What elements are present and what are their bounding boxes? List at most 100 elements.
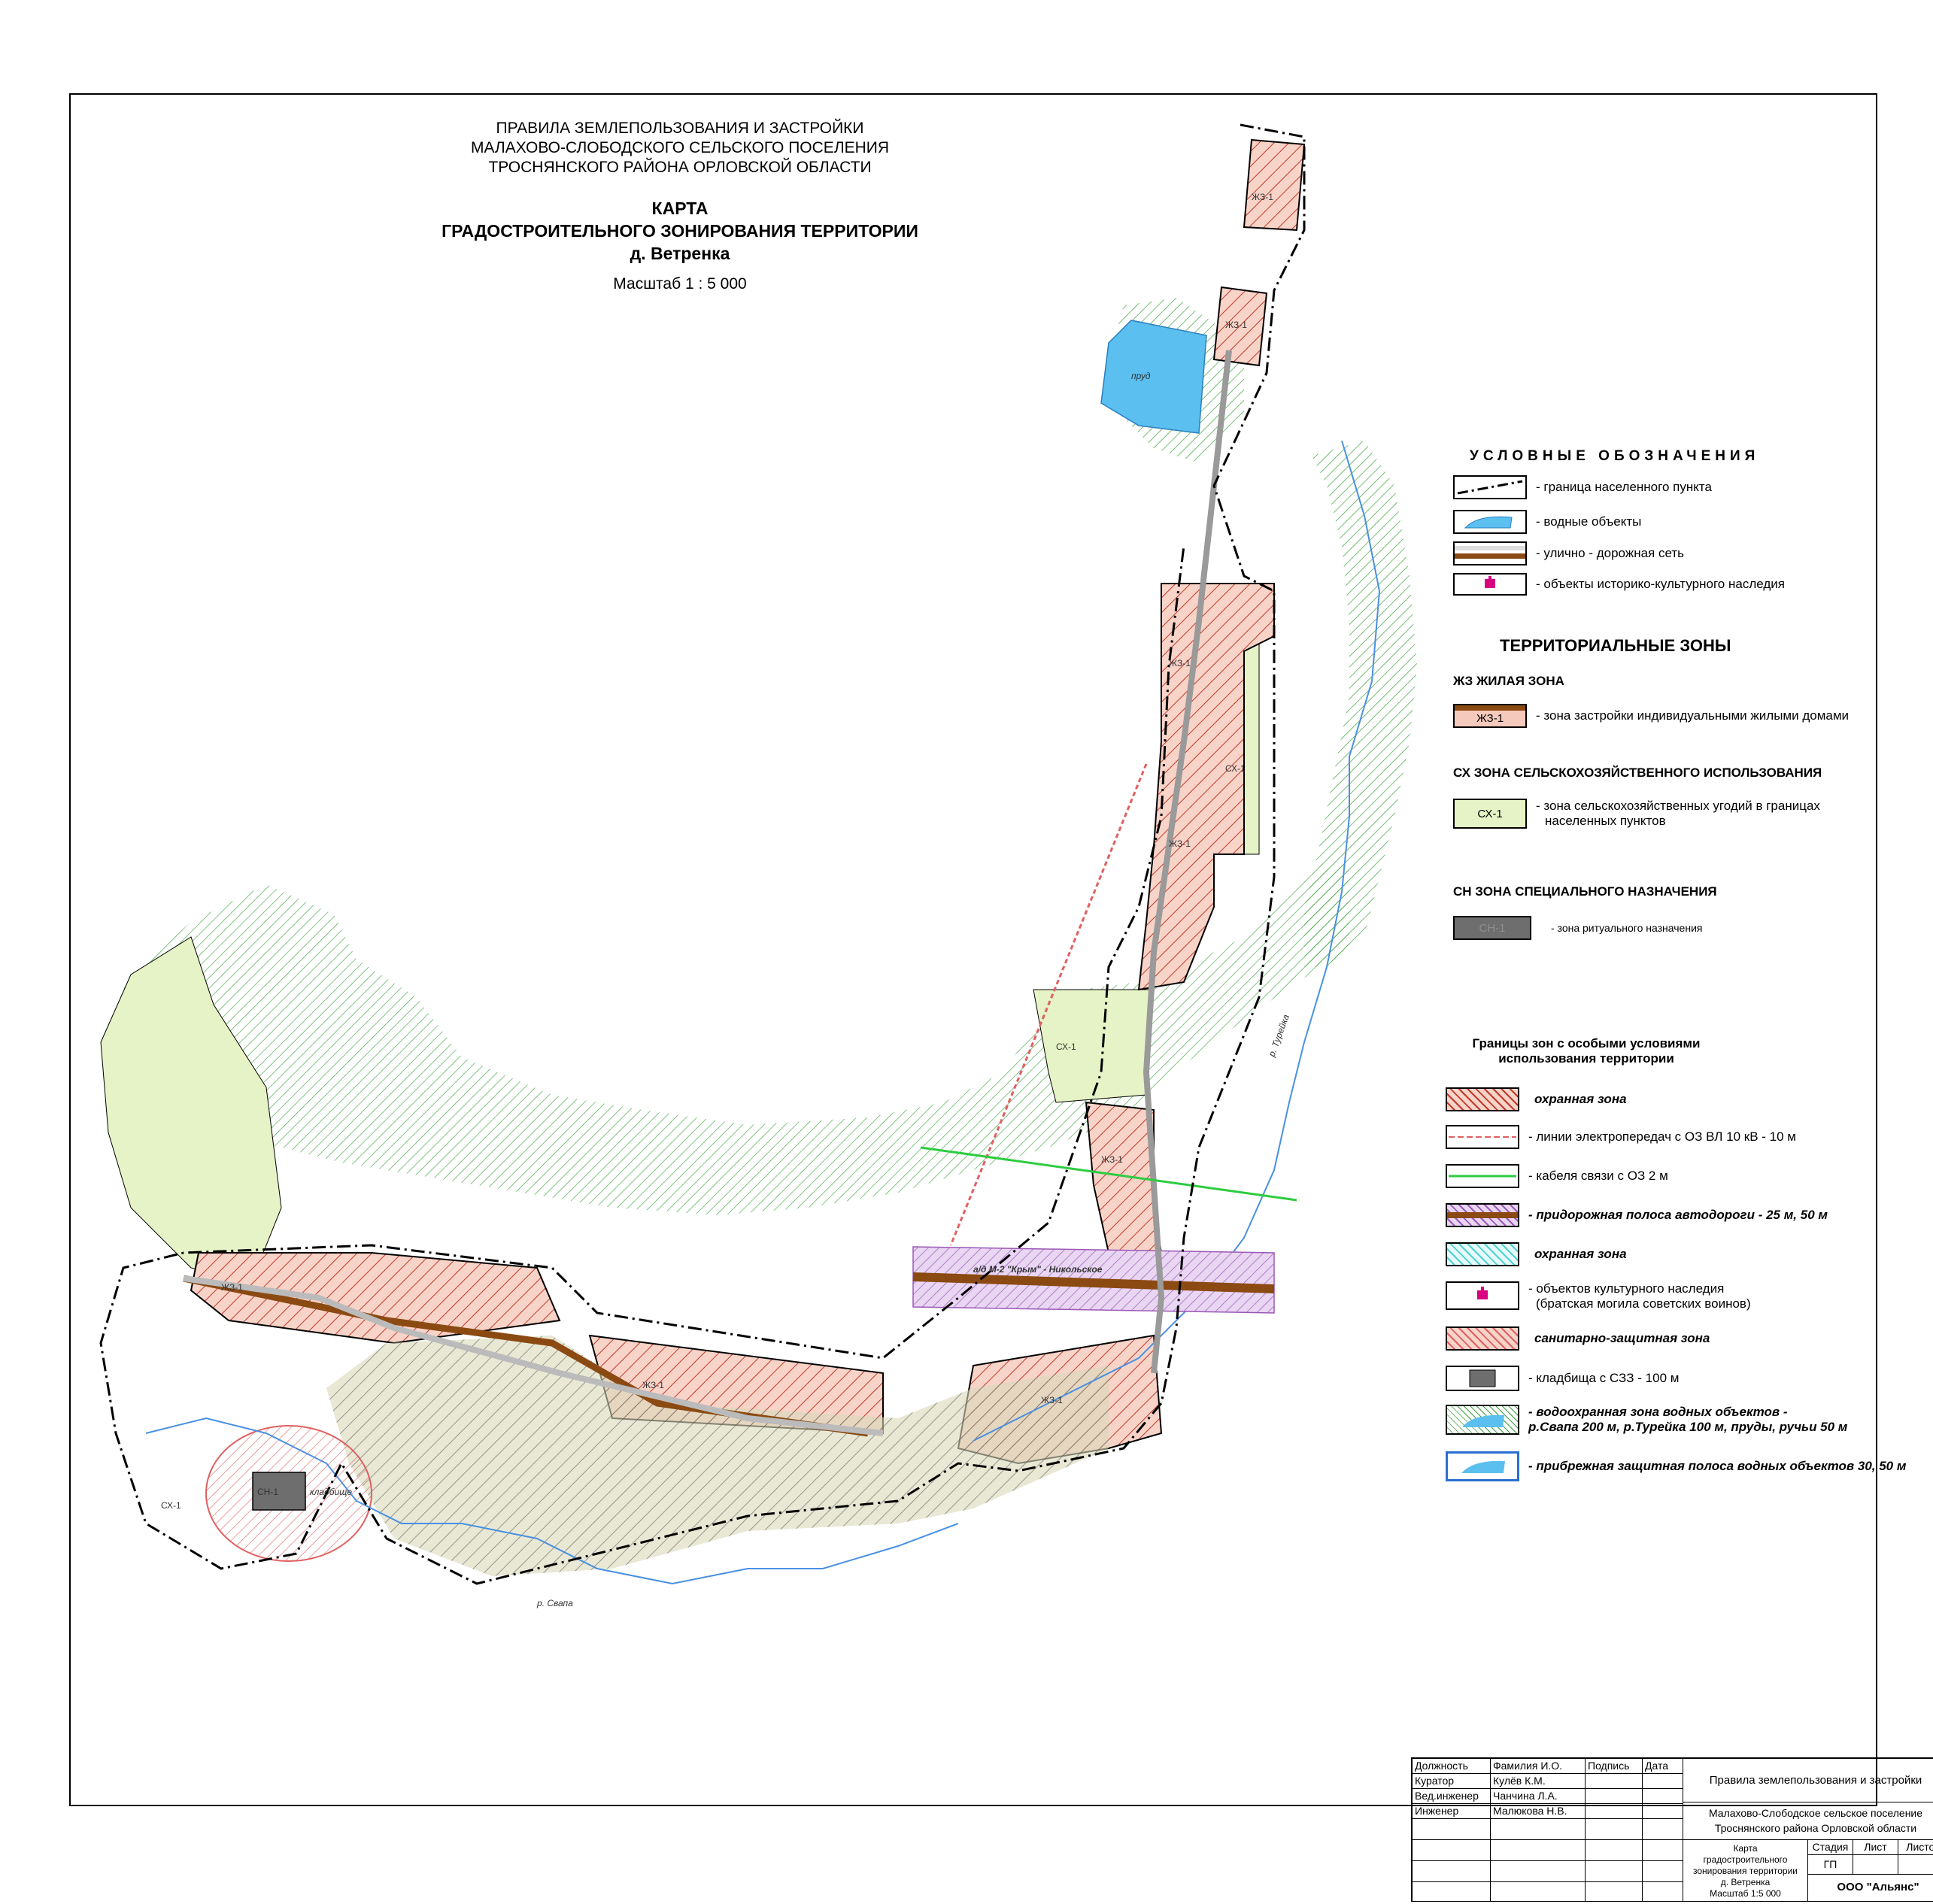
zone-label-zh1-a: ЖЗ-1	[1252, 192, 1273, 202]
agri-zone-mid	[1033, 989, 1155, 1103]
stamp-lists-header: Листов	[1898, 1840, 1933, 1855]
roadside-swatch	[1446, 1203, 1519, 1227]
special-conditions-heading: Границы зон с особыми условиями использо…	[1462, 1036, 1710, 1066]
street-south	[183, 1275, 884, 1436]
legend-heritage-protection: охранная зона	[1446, 1242, 1627, 1266]
special-label: санитарно-защитная зона	[1534, 1331, 1710, 1345]
map-header: ПРАВИЛА ЗЕМЛЕПОЛЬЗОВАНИЯ И ЗАСТРОЙКИ МАЛ…	[357, 119, 1003, 293]
special-label: (братская могила советских воинов)	[1536, 1296, 1751, 1311]
cable-swatch	[1446, 1164, 1519, 1188]
stamp-sheet-2: градостроительного	[1703, 1854, 1788, 1865]
zh1-swatch: ЖЗ-1	[1453, 704, 1527, 728]
water-protection-zone-east	[1304, 441, 1417, 967]
stamp-stage: ГП	[1808, 1855, 1853, 1875]
legend-cemetery: - кладбища с СЗЗ - 100 м	[1446, 1366, 1679, 1391]
road-swatch	[1453, 541, 1527, 565]
zone-label-zh1-g: ЖЗ-1	[642, 1380, 664, 1390]
special-label: - кабеля связи с ОЗ 2 м	[1528, 1169, 1668, 1183]
legend-cable: - кабеля связи с ОЗ 2 м	[1446, 1164, 1668, 1188]
special-label: - линии электропередач с ОЗ ВЛ 10 кВ - 1…	[1528, 1129, 1796, 1144]
zh1-label: - зона застройки индивидуальными жилыми …	[1536, 708, 1850, 723]
cemetery-label: кладбище	[310, 1487, 352, 1497]
residential-zone-southwest	[190, 1252, 561, 1345]
stamp-role-1: Куратор	[1413, 1774, 1491, 1789]
legend-protection-zone: охранная зона	[1446, 1087, 1627, 1111]
communication-cable	[920, 1146, 1297, 1202]
stamp-role-3: Инженер	[1413, 1804, 1491, 1819]
special-label: - кладбища с СЗЗ - 100 м	[1528, 1371, 1680, 1385]
sx1-swatch: СХ-1	[1453, 799, 1527, 829]
stamp-list-header: Лист	[1853, 1840, 1898, 1855]
residential-zone-north1	[1243, 138, 1306, 232]
street-main	[1143, 350, 1232, 1374]
stamp-sheet-title: Карта градостроительного зонирования тер…	[1683, 1840, 1808, 1902]
sn1-label: - зона ритуального назначения	[1551, 922, 1703, 934]
legend-item-label: - улично - дорожная сеть	[1536, 546, 1685, 560]
legend-coastal-strip: - прибрежная защитная полоса водных объе…	[1446, 1451, 1906, 1481]
agri-zone-heading: СХ ЗОНА СЕЛЬСКОХОЗЯЙСТВЕННОГО ИСПОЛЬЗОВА…	[1453, 766, 1822, 780]
cemetery-swatch	[1446, 1366, 1519, 1391]
power-line	[949, 763, 1148, 1246]
heritage-swatch	[1453, 573, 1527, 596]
sanitary-swatch	[1446, 1326, 1519, 1351]
map-sheet: пруд ЖЗ-1 ЖЗ-1 ЖЗ-1 ЖЗ-1 ЖЗ-1 ЖЗ-1 ЖЗ-1 …	[69, 93, 1933, 1902]
legend-item-label: - водные объекты	[1536, 514, 1642, 529]
map-scale: Масштаб 1 : 5 000	[613, 275, 747, 293]
zone-label-zh1-e: ЖЗ-1	[1101, 1154, 1123, 1165]
legend-heading: УСЛОВНЫЕ ОБОЗНАЧЕНИЯ	[1470, 448, 1760, 464]
legend-power-line: - линии электропередач с ОЗ ВЛ 10 кВ - 1…	[1446, 1125, 1796, 1149]
zone-label-zh1-h: ЖЗ-1	[1041, 1395, 1063, 1405]
stamp-header-sign: Подпись	[1586, 1759, 1643, 1774]
legend-heritage-object: - объектов культурного наследия (братска…	[1446, 1281, 1751, 1311]
special-label: охранная зона	[1534, 1092, 1627, 1106]
legend-item-water: - водные объекты	[1453, 510, 1641, 534]
river-tureyka-label: р. Турейка	[1266, 1013, 1291, 1059]
settlement-boundary	[99, 123, 1306, 1585]
special-label: - водоохранная зона водных объектов -	[1528, 1405, 1788, 1419]
territorial-zones-heading: ТЕРРИТОРИАЛЬНЫЕ ЗОНЫ	[1500, 636, 1731, 655]
stamp-stage-header: Стадия	[1808, 1840, 1853, 1855]
map-title: КАРТА ГРАДОСТРОИТЕЛЬНОГО ЗОНИРОВАНИЯ ТЕР…	[357, 197, 1003, 265]
road-label: а/д М-2 "Крым" - Никольское	[973, 1264, 1103, 1275]
stamp-header-role: Должность	[1413, 1759, 1491, 1774]
heritage-protection-swatch	[1446, 1242, 1519, 1266]
special-zone-heading: СН ЗОНА СПЕЦИАЛЬНОГО НАЗНАЧЕНИЯ	[1453, 884, 1717, 899]
stamp-org: Малахово-Слободское сельское поселение Т…	[1683, 1802, 1933, 1840]
cemetery-zone	[252, 1472, 306, 1511]
legend-item-boundary: - граница населенного пункта	[1453, 475, 1712, 499]
stamp-name-1: Кулёв К.М.	[1491, 1774, 1586, 1789]
river-tureyka	[973, 440, 1381, 1442]
sx1-label-line-2: населенных пунктов	[1545, 814, 1666, 828]
protection-swatch	[1446, 1087, 1519, 1111]
special-label: охранная зона	[1534, 1247, 1627, 1261]
water-protection-swatch	[1446, 1405, 1519, 1435]
stamp-role-2: Вед.инженер	[1413, 1789, 1491, 1804]
special-label: р.Свапа 200 м, р.Турейка 100 м, пруды, р…	[1528, 1420, 1848, 1434]
legend-item-label: - граница населенного пункта	[1536, 480, 1712, 494]
special-label: - придорожная полоса автодороги - 25 м, …	[1528, 1208, 1828, 1222]
sx1-swatch-label: СХ-1	[1477, 807, 1503, 820]
sn1-swatch: СН-1	[1453, 916, 1531, 940]
special-label: - объектов культурного наследия	[1528, 1281, 1725, 1296]
residential-zone-heading: ЖЗ ЖИЛАЯ ЗОНА	[1453, 674, 1564, 688]
zone-label-zh1-b: ЖЗ-1	[1225, 320, 1247, 330]
legend-zone-sn1: СН-1 - зона ритуального назначения	[1453, 916, 1702, 940]
header-line-1: ПРАВИЛА ЗЕМЛЕПОЛЬЗОВАНИЯ И ЗАСТРОЙКИ	[496, 120, 864, 137]
legend-item-roads: - улично - дорожная сеть	[1453, 541, 1684, 565]
stamp-sheet-4: д. Ветренка	[1720, 1877, 1771, 1887]
stamp-org-1: Малахово-Слободское сельское поселение	[1708, 1807, 1923, 1819]
zone-label-zh1-d: ЖЗ-1	[1169, 838, 1191, 849]
road-m2	[912, 1272, 1275, 1293]
zone-label-zh1-c: ЖЗ-1	[1169, 658, 1191, 669]
special-label: - прибрежная защитная полоса водных объе…	[1528, 1459, 1907, 1473]
stamp-project: Правила землепользования и застройки	[1683, 1759, 1933, 1802]
stamp-org-2: Троснянского района Орловской области	[1714, 1822, 1917, 1834]
zone-label-sx1-c: СХ-1	[161, 1500, 181, 1511]
stamp-sheet-3: зонирования территории	[1693, 1866, 1798, 1876]
river-svapa-label: р. Свапа	[536, 1598, 573, 1608]
pond-label: пруд	[1131, 371, 1151, 381]
title-block: Должность Фамилия И.О. Подпись Дата Кура…	[1411, 1757, 1933, 1902]
zone-label-zh1-f: ЖЗ-1	[221, 1282, 243, 1293]
stamp-name-3: Малюкова Н.В.	[1491, 1804, 1586, 1819]
zh1-swatch-label: ЖЗ-1	[1476, 711, 1504, 725]
